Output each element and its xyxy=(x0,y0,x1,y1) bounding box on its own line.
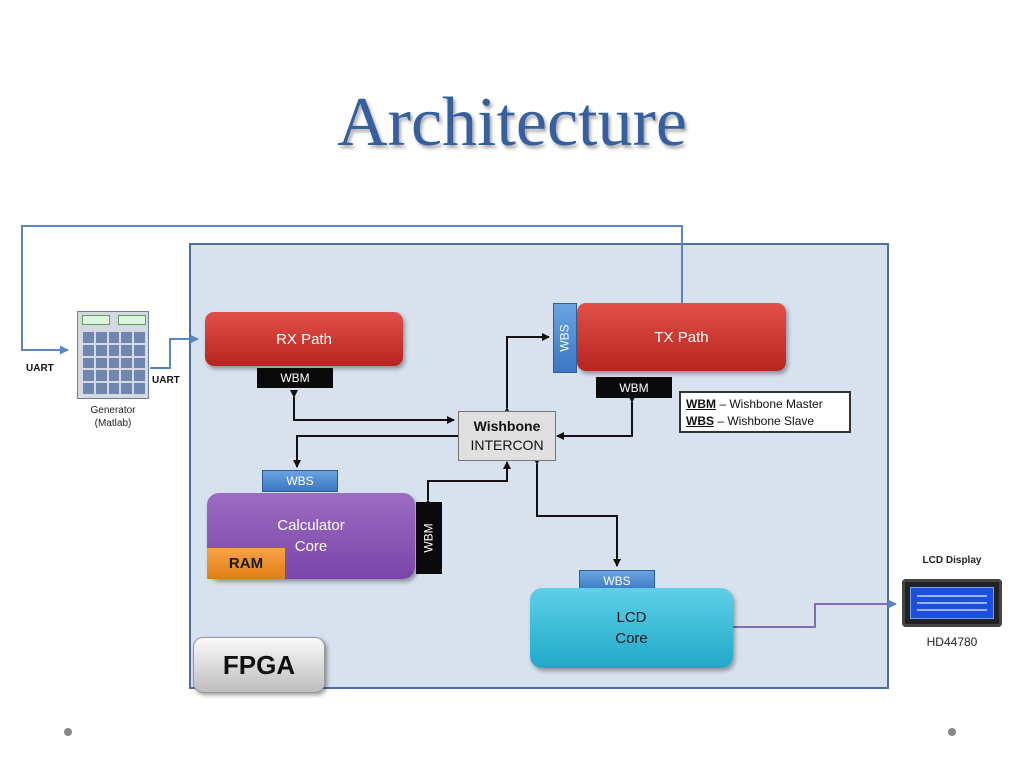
calc-wbm-to-wishbone xyxy=(424,461,511,507)
slide-dot-left xyxy=(64,728,72,736)
lcd-display-title: LCD Display xyxy=(922,555,982,566)
lcd-core-block: LCD Core xyxy=(530,588,733,668)
generator-calculator-icon xyxy=(77,311,149,399)
legend-wbm-text: – Wishbone Master xyxy=(716,397,823,411)
tx-wbs-label: WBS xyxy=(558,324,572,352)
rx-wbm-label: WBM xyxy=(280,371,310,385)
slide-dot-right xyxy=(948,728,956,736)
rx-wbm-to-wishbone xyxy=(290,390,455,424)
port-legend: WBM – Wishbone Master WBS – Wishbone Sla… xyxy=(679,391,851,433)
uart-tx-loop-line xyxy=(21,225,683,355)
lcd-wbs-port: WBS xyxy=(579,570,655,592)
tx-wbs-port: WBS xyxy=(553,303,577,373)
fpga-label: FPGA xyxy=(222,649,296,680)
legend-wbs-row: WBS – Wishbone Slave xyxy=(686,413,849,430)
tx-wbm-label: WBM xyxy=(619,380,649,395)
legend-wbm-abbr: WBM xyxy=(686,397,716,411)
lcd-wbs-label: WBS xyxy=(603,574,631,588)
wishbone-to-lcd-wbs xyxy=(533,457,621,567)
ram-label: RAM xyxy=(228,555,264,572)
lcd-core-label: LCD Core xyxy=(615,607,648,649)
rx-path-label: RX Path xyxy=(276,330,332,348)
calculator-label-line1: Calculator xyxy=(277,517,345,534)
uart-label-right: UART xyxy=(152,375,180,386)
calculator-keypad xyxy=(83,332,145,394)
rx-path-block: RX Path xyxy=(205,312,403,366)
intercon-label: INTERCON xyxy=(470,437,544,453)
tx-wbm-to-wishbone xyxy=(556,395,636,440)
tx-path-block: TX Path xyxy=(577,303,786,371)
generator-label-line2: (Matlab) xyxy=(94,418,132,429)
calc-wbm-label: WBM xyxy=(422,523,437,553)
uart-rx-line xyxy=(150,334,199,369)
rx-wbm-port: WBM xyxy=(257,368,333,388)
wishbone-to-tx-wbs xyxy=(503,333,550,415)
calculator-screen-left xyxy=(82,315,110,325)
uart-label-left: UART xyxy=(26,363,54,374)
calc-wbm-port: WBM xyxy=(416,502,442,574)
calc-wbs-label: WBS xyxy=(286,474,314,488)
calc-wbs-port: WBS xyxy=(262,470,338,492)
legend-wbs-text: – Wishbone Slave xyxy=(714,414,815,428)
calculator-screen-right xyxy=(118,315,146,325)
lcd-label-line2: Core xyxy=(615,630,648,647)
lcd-to-display-line xyxy=(733,599,897,628)
wishbone-label: Wishbone xyxy=(473,418,541,434)
wishbone-intercon-block: Wishbone INTERCON xyxy=(458,411,556,461)
lcd-display-screen xyxy=(910,587,994,619)
wishbone-to-calc-wbs xyxy=(293,432,465,468)
tx-wbm-port: WBM xyxy=(596,377,672,398)
lcd-label-line1: LCD xyxy=(616,609,647,626)
calculator-core-label: Calculator Core xyxy=(277,515,345,557)
slide-title: Architecture xyxy=(337,84,687,161)
generator-label: Generator (Matlab) xyxy=(68,404,158,430)
calculator-core-block: Calculator Core xyxy=(207,493,415,579)
legend-wbs-abbr: WBS xyxy=(686,414,714,428)
generator-label-line1: Generator xyxy=(90,405,136,416)
legend-wbm-row: WBM – Wishbone Master xyxy=(686,396,849,413)
calculator-label-line2: Core xyxy=(294,538,328,555)
tx-path-label: TX Path xyxy=(654,328,709,346)
lcd-display-icon xyxy=(902,579,1002,627)
lcd-model-label: HD44780 xyxy=(926,635,978,649)
fpga-badge: FPGA xyxy=(193,637,325,693)
ram-block: RAM xyxy=(207,548,285,579)
